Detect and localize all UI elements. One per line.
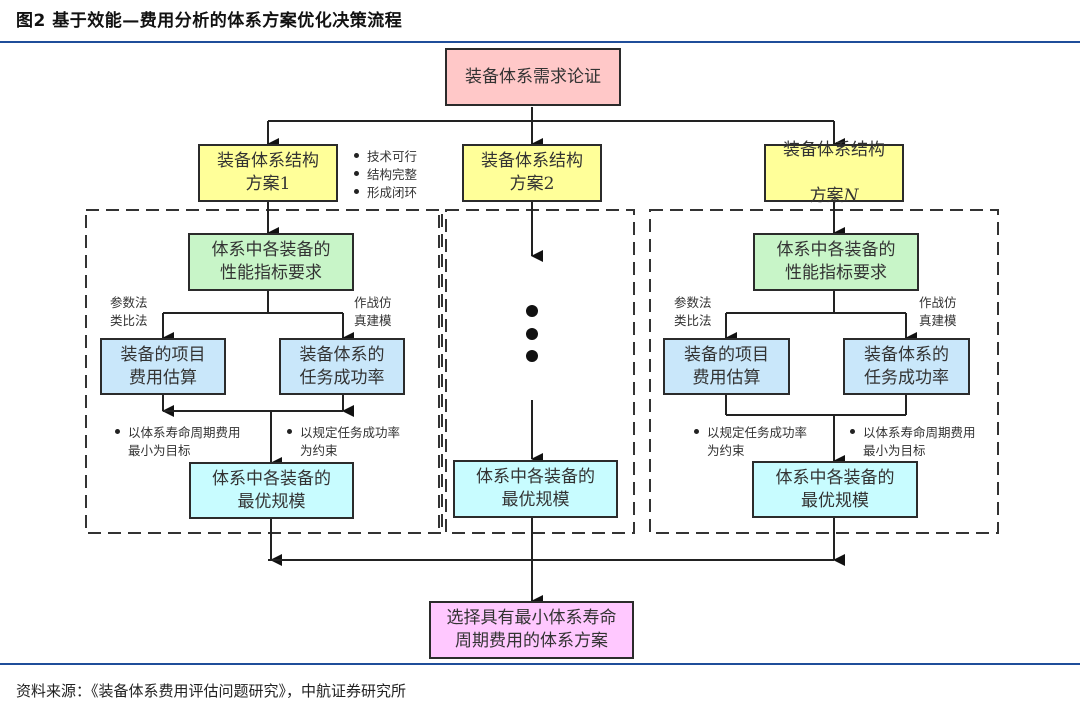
bullet-icon [850,429,855,434]
constraint-text-cont: 为约束 [300,443,338,458]
left-constraint-note: 以规定任务成功率 为约束 [287,424,400,460]
scheme-n-index: N [843,185,859,206]
node-left-success-rate: 装备体系的 任务成功率 [279,338,405,395]
node-scheme-n: 装备体系结构 方案N [764,140,904,206]
node-right-perf-requirement: 体系中各装备的 性能指标要求 [753,233,919,291]
ellipsis-dot [526,350,538,362]
goal-text-cont: 最小为目标 [863,443,926,458]
node-right-optimal-scale: 体系中各装备的 最优规模 [752,461,918,518]
right-constraint-note: 以规定任务成功率 为约束 [694,424,807,460]
dashed-frame-scheme2 [445,209,635,534]
cost-method-text: 参数法 类比法 [110,295,148,328]
header-rule [0,41,1080,43]
bullet-icon [354,171,359,176]
node-right-cost-estimate: 装备的项目 费用估算 [663,338,790,395]
bullet-icon [694,429,699,434]
node-requirement-analysis: 装备体系需求论证 [445,48,621,106]
right-sim-method-label: 作战仿 真建模 [919,294,957,330]
constraint-text-cont: 为约束 [707,443,745,458]
sim-method-text: 作战仿 真建模 [919,295,957,328]
left-cost-method-label: 参数法 类比法 [110,294,148,330]
criteria-text: 技术可行 [367,149,418,164]
dashed-frame-schemeN [649,209,999,534]
bullet-icon [115,429,120,434]
scheme-criteria-notes: 技术可行 结构完整 形成闭环 [354,148,417,202]
node-scheme-1: 装备体系结构 方案1 [198,144,338,202]
criteria-item: 结构完整 [354,166,417,184]
constraint-text: 以规定任务成功率 [707,425,808,440]
ellipsis-dot [526,305,538,317]
criteria-item: 形成闭环 [354,184,417,202]
node-left-optimal-scale: 体系中各装备的 最优规模 [189,462,354,519]
ellipsis-dot [526,328,538,340]
node-right-success-rate: 装备体系的 任务成功率 [843,338,970,395]
right-cost-method-label: 参数法 类比法 [674,294,712,330]
cost-method-text: 参数法 类比法 [674,295,712,328]
right-goal-note: 以体系寿命周期费用 最小为目标 [850,424,976,460]
node-left-perf-requirement: 体系中各装备的 性能指标要求 [188,233,354,291]
scheme-n-prefix: 方案 [809,185,844,206]
node-scheme-2: 装备体系结构 方案2 [462,144,602,202]
left-sim-method-label: 作战仿 真建模 [354,294,392,330]
constraint-text: 以规定任务成功率 [300,425,401,440]
node-middle-optimal-scale: 体系中各装备的 最优规模 [453,460,618,518]
goal-text: 以体系寿命周期费用 [863,425,976,440]
left-goal-note: 以体系寿命周期费用 最小为目标 [115,424,241,460]
figure-source: 资料来源：《装备体系费用评估问题研究》，中航证券研究所 [16,682,407,700]
bullet-icon [287,429,292,434]
bullet-icon [354,153,359,158]
node-left-cost-estimate: 装备的项目 费用估算 [100,338,226,395]
criteria-text: 结构完整 [367,167,418,182]
sim-method-text: 作战仿 真建模 [354,295,392,328]
goal-text: 以体系寿命周期费用 [128,425,241,440]
bullet-icon [354,189,359,194]
figure-title: 图2 基于效能—费用分析的体系方案优化决策流程 [16,11,403,31]
footer-rule [0,663,1080,665]
criteria-text: 形成闭环 [367,185,418,200]
node-final-selection: 选择具有最小体系寿命 周期费用的体系方案 [429,601,634,659]
scheme-n-line2: 方案N [783,185,885,208]
scheme-n-line1: 装备体系结构 [783,139,885,160]
criteria-item: 技术可行 [354,148,417,166]
goal-text-cont: 最小为目标 [128,443,191,458]
